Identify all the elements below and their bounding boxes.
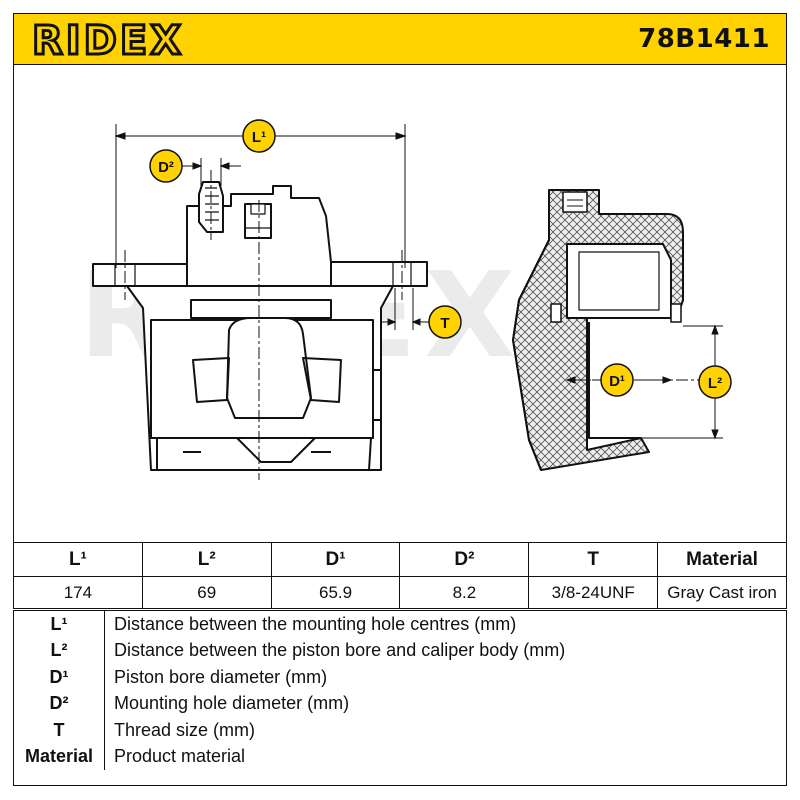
- legend-row: Material Product material: [14, 743, 786, 770]
- l1-arrows: [114, 132, 407, 140]
- legend-row: L¹ Distance between the mounting hole ce…: [14, 611, 786, 638]
- front-view: [92, 181, 428, 471]
- caliper-diagram: RIDEX: [79, 119, 732, 480]
- brand-text: RIDEX: [32, 18, 184, 62]
- brand-logo: RIDEX: [31, 16, 212, 67]
- spec-header-l1: L¹: [13, 542, 143, 577]
- bore-channel: [588, 322, 641, 439]
- t-dimension: [381, 288, 429, 330]
- section-bleed-screw: [562, 191, 588, 213]
- t-callout-badge: [428, 305, 462, 339]
- l2-extension-lines: [641, 325, 723, 439]
- spec-value-d1: 65.9: [270, 576, 401, 609]
- spec-header-t: T: [528, 542, 659, 577]
- l1-callout-badge: [242, 119, 276, 153]
- d2-callout-label: D²: [158, 159, 174, 176]
- d2-dimension: [181, 158, 241, 186]
- front-centerlines: [124, 170, 403, 480]
- spec-header-d1: D¹: [270, 542, 401, 577]
- spec-value-l2: 69: [141, 576, 272, 609]
- seal-left: [550, 303, 562, 323]
- d2-arrows: [192, 162, 230, 170]
- l2-dimension: [641, 324, 723, 440]
- legend-description: Thread size (mm): [114, 719, 256, 740]
- side-tab: [373, 369, 382, 421]
- l1-extension-lines: [115, 124, 406, 268]
- legend-description: Piston bore diameter (mm): [114, 666, 328, 687]
- right-mounting-ear: [330, 261, 428, 287]
- caliper-outer-skin: [512, 190, 550, 471]
- technical-drawing: RIDEX: [13, 64, 787, 542]
- legend-row: D¹ Piston bore diameter (mm): [14, 664, 786, 691]
- section-bleed-thread: [567, 199, 583, 207]
- side-section-view: [512, 189, 684, 471]
- d1-callout-label: D¹: [609, 373, 625, 390]
- legend-row: L² Distance between the piston bore and …: [14, 637, 786, 664]
- header-bar: RIDEX 78B1411: [13, 13, 787, 67]
- piston-window-sides: [192, 357, 342, 403]
- d1-callout-badge: [600, 363, 634, 397]
- legend-table: L¹ Distance between the mounting hole ce…: [14, 611, 786, 770]
- legend-description: Distance between the piston bore and cal…: [114, 640, 566, 661]
- left-mounting-hole: [114, 264, 136, 286]
- piston-window: [226, 317, 312, 419]
- t-arrows: [387, 318, 421, 326]
- legend-key: L¹: [14, 611, 105, 638]
- legend-row: D² Mounting hole diameter (mm): [14, 690, 786, 717]
- spec-table: L¹ L² D¹ D² T Material 174 69 65.9 8.2 3…: [13, 542, 787, 609]
- l2-callout-badge: [698, 365, 732, 399]
- piston-inner-wall: [578, 251, 660, 311]
- legend-description: Mounting hole diameter (mm): [114, 693, 350, 714]
- d1-dimension: [565, 376, 673, 384]
- t-callout-label: T: [440, 315, 449, 332]
- spec-value-t: 3/8-24UNF: [528, 576, 659, 609]
- caliper-section-body: [512, 189, 684, 471]
- right-mounting-hole: [392, 262, 412, 286]
- legend-key: L²: [14, 637, 105, 664]
- d1-arrows: [565, 376, 673, 384]
- caliper-bridge: [190, 299, 332, 319]
- caliper-inner-frame: [150, 319, 374, 439]
- d2-extension-lines: [200, 158, 222, 186]
- legend-key: Material: [14, 743, 105, 770]
- hose-port-inner: [250, 203, 266, 215]
- l1-callout-label: L¹: [252, 129, 266, 146]
- left-mounting-ear: [92, 263, 188, 287]
- l2-callout-label: L²: [708, 375, 722, 392]
- piston-body: [566, 243, 672, 319]
- legend-key: D¹: [14, 664, 105, 691]
- l2-arrows: [711, 324, 719, 440]
- spec-header-l2: L²: [141, 542, 272, 577]
- legend-description: Product material: [114, 746, 246, 767]
- spec-header-material: Material: [657, 542, 787, 577]
- spec-header-row: L¹ L² D¹ D² T Material: [13, 542, 787, 577]
- d2-callout-badge: [149, 149, 183, 183]
- spec-value-material: Gray Cast iron: [657, 576, 787, 609]
- legend-box: L¹ Distance between the mounting hole ce…: [13, 610, 787, 786]
- legend-row: T Thread size (mm): [14, 717, 786, 744]
- lower-shoe-notch: [236, 437, 316, 463]
- seal-right: [670, 303, 682, 323]
- legend-description: Distance between the mounting hole centr…: [114, 613, 517, 634]
- spec-value-row: 174 69 65.9 8.2 3/8-24UNF Gray Cast iron: [13, 576, 787, 609]
- legend-key: D²: [14, 690, 105, 717]
- part-number: 78B1411: [638, 24, 770, 54]
- t-extension-lines: [394, 288, 414, 330]
- spec-value-l1: 174: [13, 576, 143, 609]
- caliper-lower-shoe: [156, 437, 372, 471]
- spec-value-d2: 8.2: [399, 576, 530, 609]
- spec-header-d2: D²: [399, 542, 530, 577]
- legend-key: T: [14, 717, 105, 744]
